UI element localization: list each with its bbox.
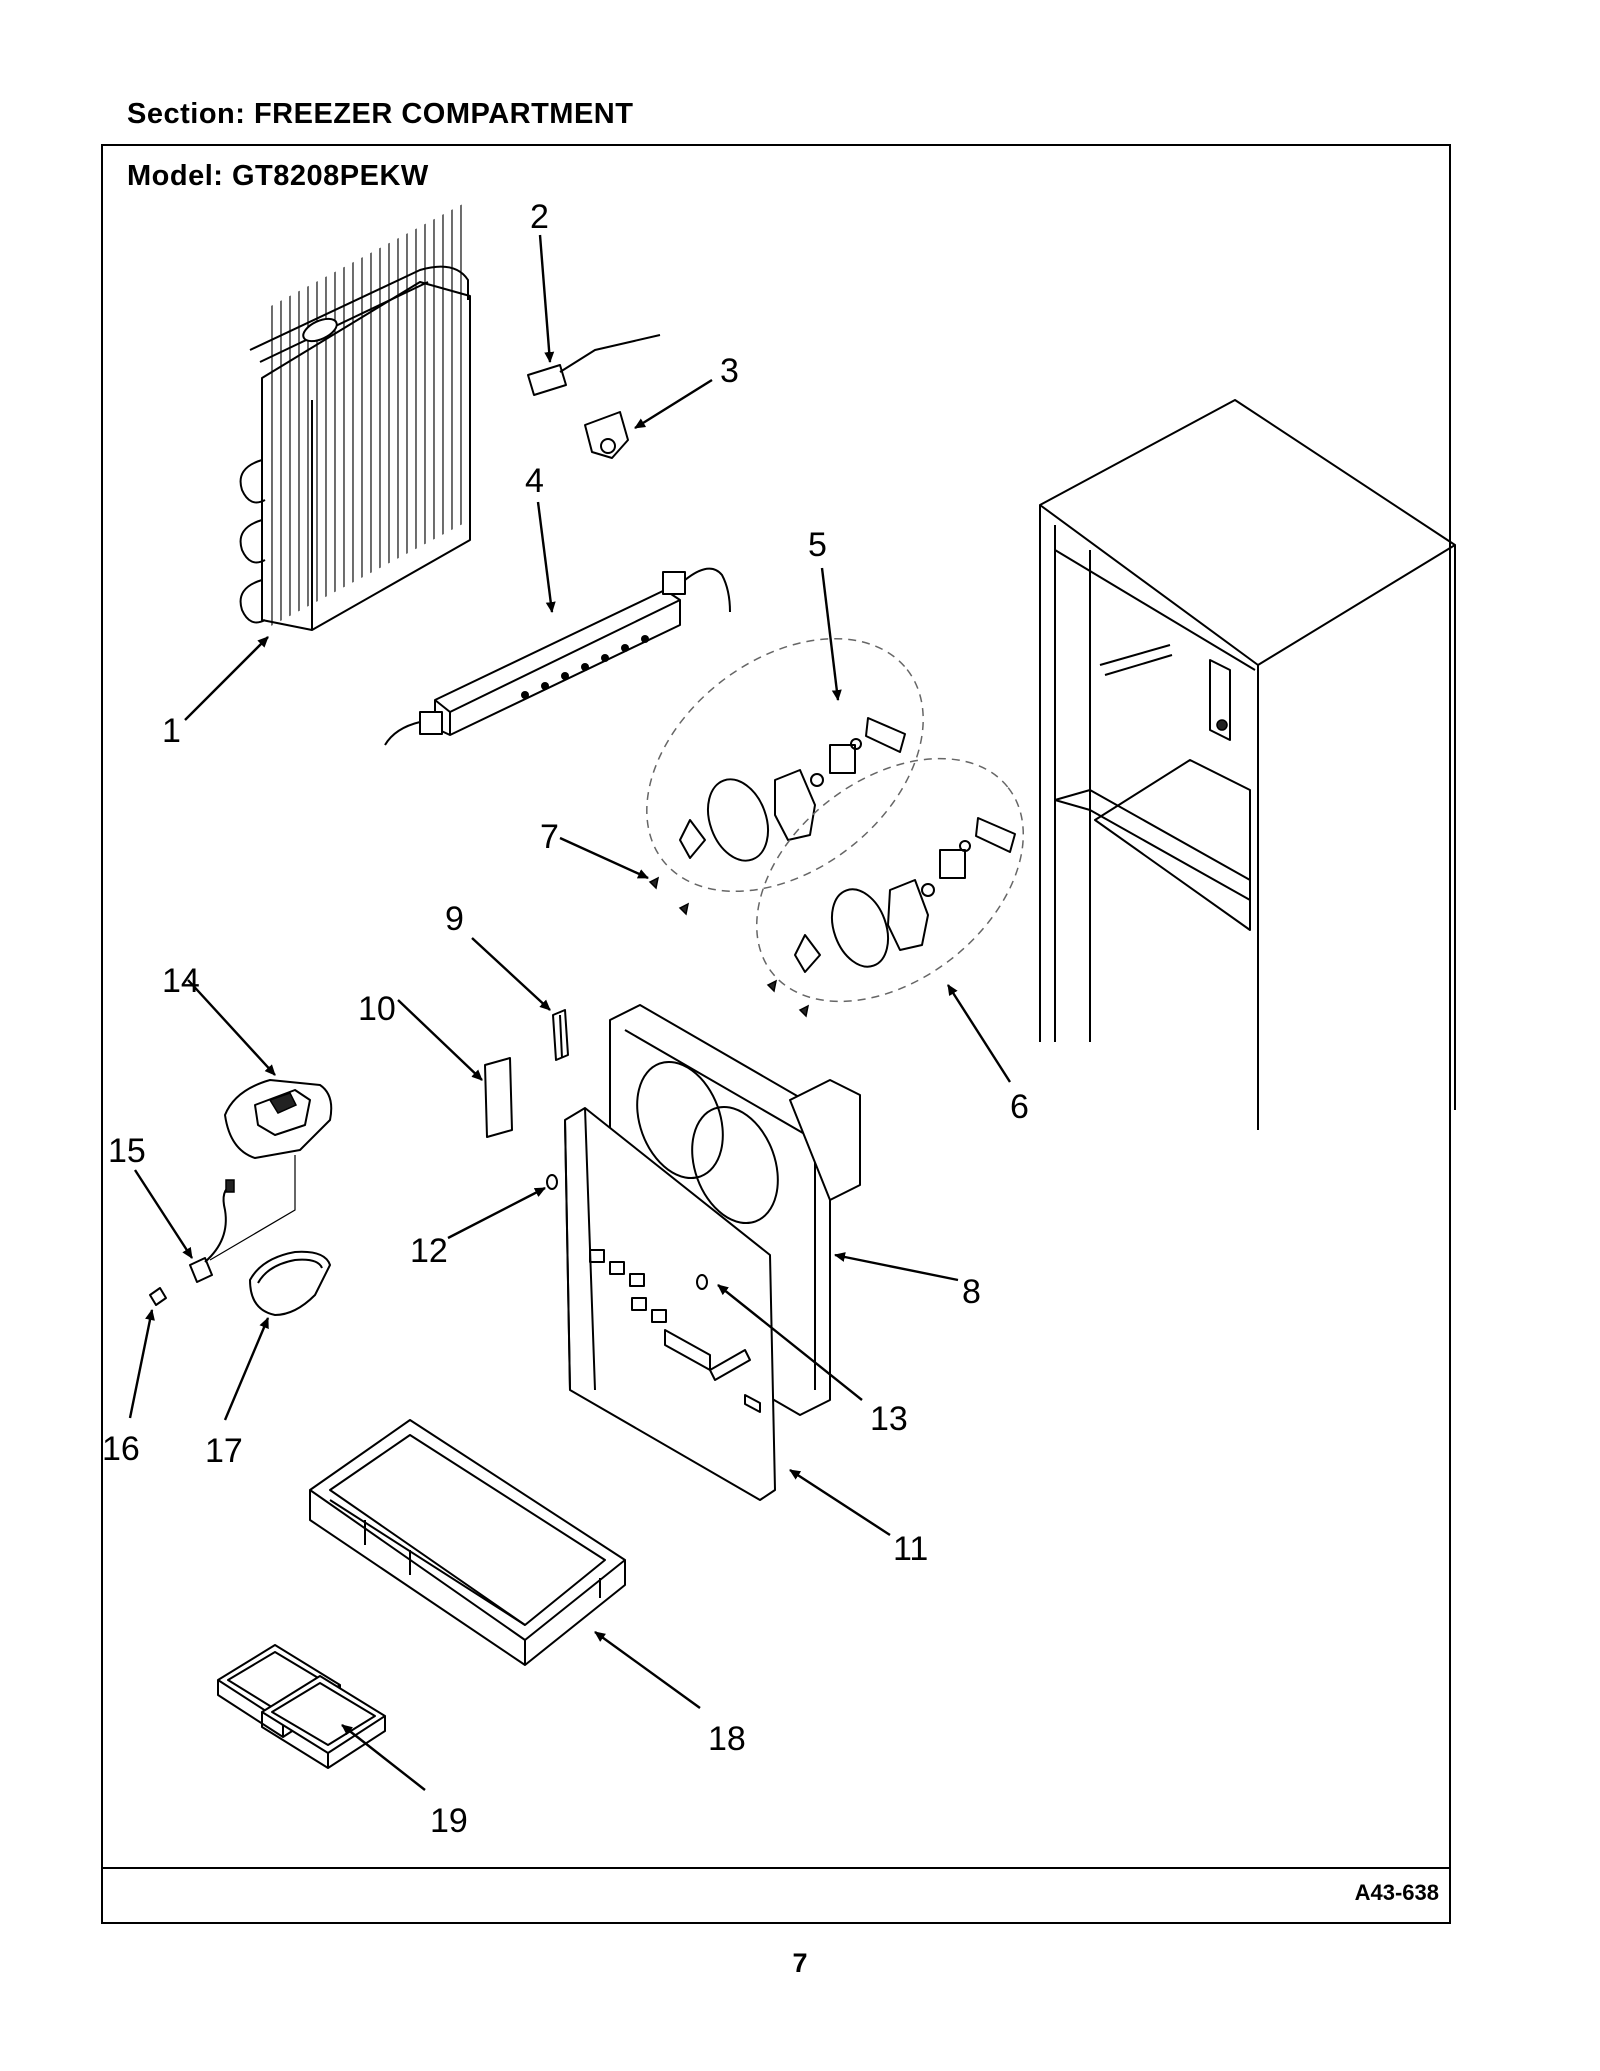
defrost-heater-part <box>384 567 731 746</box>
callout-leader <box>634 378 713 430</box>
callout-number: 15 <box>108 1132 146 1170</box>
ice-tray-part <box>217 1644 386 1769</box>
callout-leader <box>223 1317 270 1421</box>
section-title: Section: FREEZER COMPARTMENT <box>127 98 634 130</box>
light-socket-part <box>189 1179 235 1283</box>
callout-leader <box>133 1169 194 1259</box>
callout-number: 2 <box>530 198 549 236</box>
callout-number: 18 <box>708 1720 746 1758</box>
callout-number: 13 <box>870 1400 908 1438</box>
light-bulb-part <box>149 1287 167 1306</box>
callout-number: 6 <box>1010 1088 1029 1126</box>
callout-numbers: 1 2 3 4 5 6 7 8 9 10 11 12 13 14 15 16 1… <box>102 198 1029 1840</box>
callout-number: 8 <box>962 1273 981 1311</box>
callout-number: 19 <box>430 1802 468 1840</box>
label-part <box>484 1057 513 1138</box>
footer-divider <box>101 1867 1451 1869</box>
callout-number: 3 <box>720 352 739 390</box>
callout-leader <box>820 567 842 701</box>
callout-leader <box>538 234 555 363</box>
callout-leader <box>128 1309 155 1419</box>
callout-leader <box>559 836 649 880</box>
callout-number: 11 <box>893 1530 928 1568</box>
callout-leader <box>946 984 1012 1083</box>
callout-leader <box>834 1252 959 1282</box>
callout-number: 7 <box>540 818 559 856</box>
sensor-part <box>527 334 661 396</box>
callout-number: 16 <box>102 1430 140 1468</box>
clip-part <box>584 411 629 459</box>
callout-number: 12 <box>410 1232 448 1270</box>
callout-leader <box>341 1724 426 1791</box>
evaporator-part <box>239 202 471 631</box>
callout-number: 14 <box>162 962 200 1000</box>
callout-number: 10 <box>358 990 396 1028</box>
callout-leader <box>187 979 276 1076</box>
callout-number: 9 <box>445 900 464 938</box>
model-title: Model: GT8208PEKW <box>127 160 429 192</box>
leader-lines <box>128 234 1012 1791</box>
callout-leader <box>594 1631 701 1709</box>
page-number: 7 <box>792 1948 808 1978</box>
callout-leader <box>536 501 556 613</box>
evaporator-cover-part <box>564 1107 776 1501</box>
callout-leader <box>789 1468 891 1537</box>
drawing-number: A43-638 <box>1354 1880 1439 1905</box>
callout-leader <box>184 636 269 721</box>
refrigerator-cabinet <box>1039 399 1456 1130</box>
fan-motor-assembly-part <box>646 637 924 893</box>
callout-number: 1 <box>162 712 181 750</box>
callout-number: 5 <box>808 526 827 564</box>
callout-leader <box>447 1186 546 1240</box>
callout-leader <box>471 937 551 1011</box>
callout-number: 4 <box>525 462 544 500</box>
bracket-part <box>552 1009 569 1061</box>
shelf-part <box>309 1419 626 1666</box>
screw-part <box>648 876 810 1018</box>
light-shield-part <box>249 1250 331 1316</box>
callout-leader <box>717 1284 863 1401</box>
callout-number: 17 <box>205 1432 243 1470</box>
light-housing-part <box>209 1079 333 1261</box>
screw-part <box>696 1274 708 1290</box>
diagram-frame <box>101 144 1451 1924</box>
screw-part <box>546 1174 558 1190</box>
callout-leader <box>397 999 483 1081</box>
fan-motor-assembly-part <box>755 757 1025 1003</box>
